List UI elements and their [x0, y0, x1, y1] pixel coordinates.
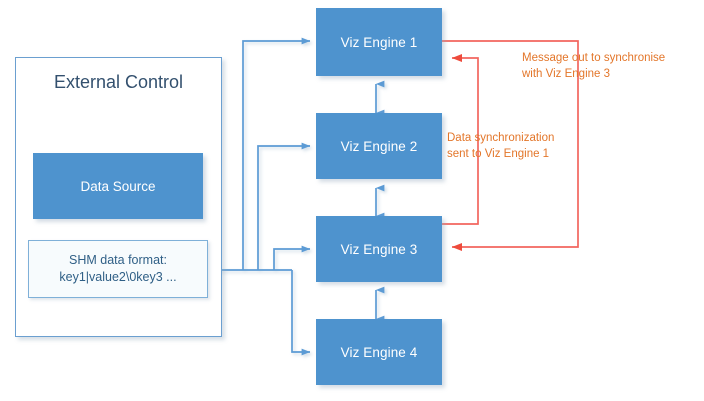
viz-engine-4-box: Viz Engine 4 — [316, 319, 442, 385]
viz-engine-2-label: Viz Engine 2 — [340, 138, 418, 154]
shm-line-2: key1|value2\0key3 ... — [59, 270, 177, 284]
data-sync-annotation: Data synchronization sent to Viz Engine … — [447, 132, 555, 160]
connector-engine-3-to-engine-1-red — [442, 53, 479, 225]
connector-shm-to-engine-2 — [257, 142, 311, 270]
viz-engine-3-label: Viz Engine 3 — [340, 241, 418, 257]
shm-data-format-box: SHM data format: key1|value2\0key3 ... — [28, 240, 208, 298]
shm-line-1: SHM data format: — [69, 253, 167, 267]
connector-shm-to-engine-3 — [273, 245, 311, 270]
connector-shm-to-engine-4 — [291, 270, 311, 356]
data-source-box: Data Source — [33, 153, 203, 219]
connector-shm-to-engine-1 — [242, 37, 311, 270]
viz-engine-2-box: Viz Engine 2 — [316, 113, 442, 179]
viz-engine-1-label: Viz Engine 1 — [340, 34, 418, 50]
message-out-annotation: Message out to synchronise with Viz Engi… — [522, 52, 666, 80]
viz-engine-3-box: Viz Engine 3 — [316, 216, 442, 282]
data-source-label: Data Source — [80, 178, 156, 194]
external-control-title: External Control — [53, 72, 184, 92]
connector-engine-1-to-engine-3-red — [442, 40, 579, 252]
viz-engine-4-label: Viz Engine 4 — [340, 344, 418, 360]
viz-engine-1-box: Viz Engine 1 — [316, 8, 442, 76]
